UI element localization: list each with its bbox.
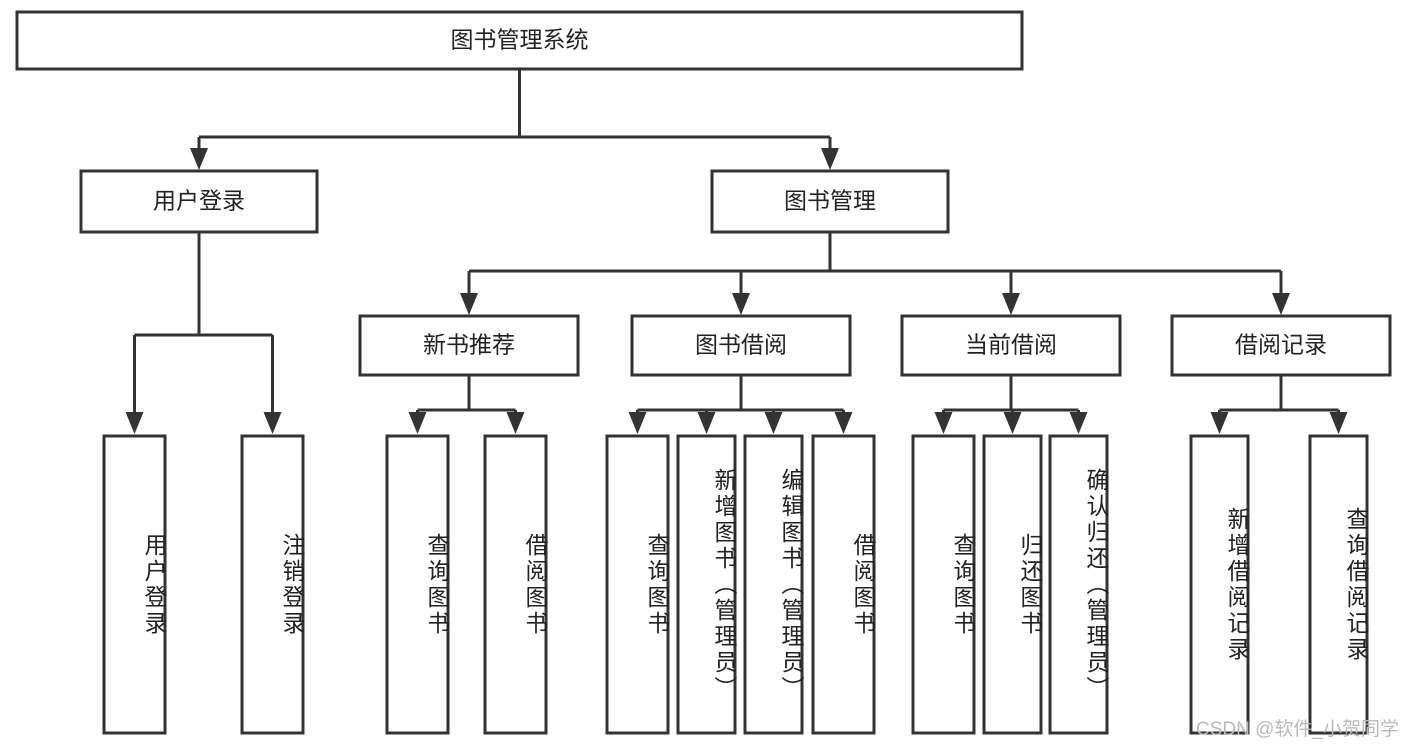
node-box-current-borrow[interactable] [900,314,1122,377]
node-boxes [15,10,1392,735]
node-box-book-manage[interactable] [710,169,950,234]
node-box-leaf-query-book-current[interactable] [911,434,976,735]
node-box-leaf-confirm-return[interactable] [1048,434,1109,735]
node-box-leaf-add-record[interactable] [1189,434,1250,735]
node-box-borrow-records[interactable] [1170,314,1392,377]
node-box-leaf-query-record[interactable] [1308,434,1369,735]
node-label-root: 图书管理系统 [451,27,589,53]
node-label-borrow-records: 借阅记录 [1235,332,1327,358]
node-label-book-manage: 图书管理 [784,188,876,214]
node-box-leaf-user-login[interactable] [102,434,167,735]
node-box-leaf-add-book[interactable] [676,434,737,735]
node-box-leaf-return-book[interactable] [982,434,1043,735]
node-box-book-borrow[interactable] [630,314,852,377]
watermark-text: CSDN @软件_小贺同学 [1196,719,1399,740]
node-box-leaf-query-book-borrow[interactable] [605,434,670,735]
node-label-current-borrow: 当前借阅 [965,332,1057,358]
node-label-new-book-rec: 新书推荐 [423,332,515,358]
node-box-leaf-borrow-book[interactable] [811,434,876,735]
node-label-book-borrow: 图书借阅 [695,332,787,358]
node-box-leaf-edit-book[interactable] [743,434,804,735]
node-label-user-login: 用户登录 [153,188,245,214]
node-box-leaf-borrow-book-rec[interactable] [483,434,548,735]
connector-edges [125,69,1348,434]
node-box-new-book-rec[interactable] [358,314,580,377]
node-box-root[interactable] [15,10,1024,71]
node-box-user-login[interactable] [79,169,319,234]
node-box-leaf-query-book-rec[interactable] [385,434,450,735]
node-box-leaf-logout[interactable] [240,434,305,735]
